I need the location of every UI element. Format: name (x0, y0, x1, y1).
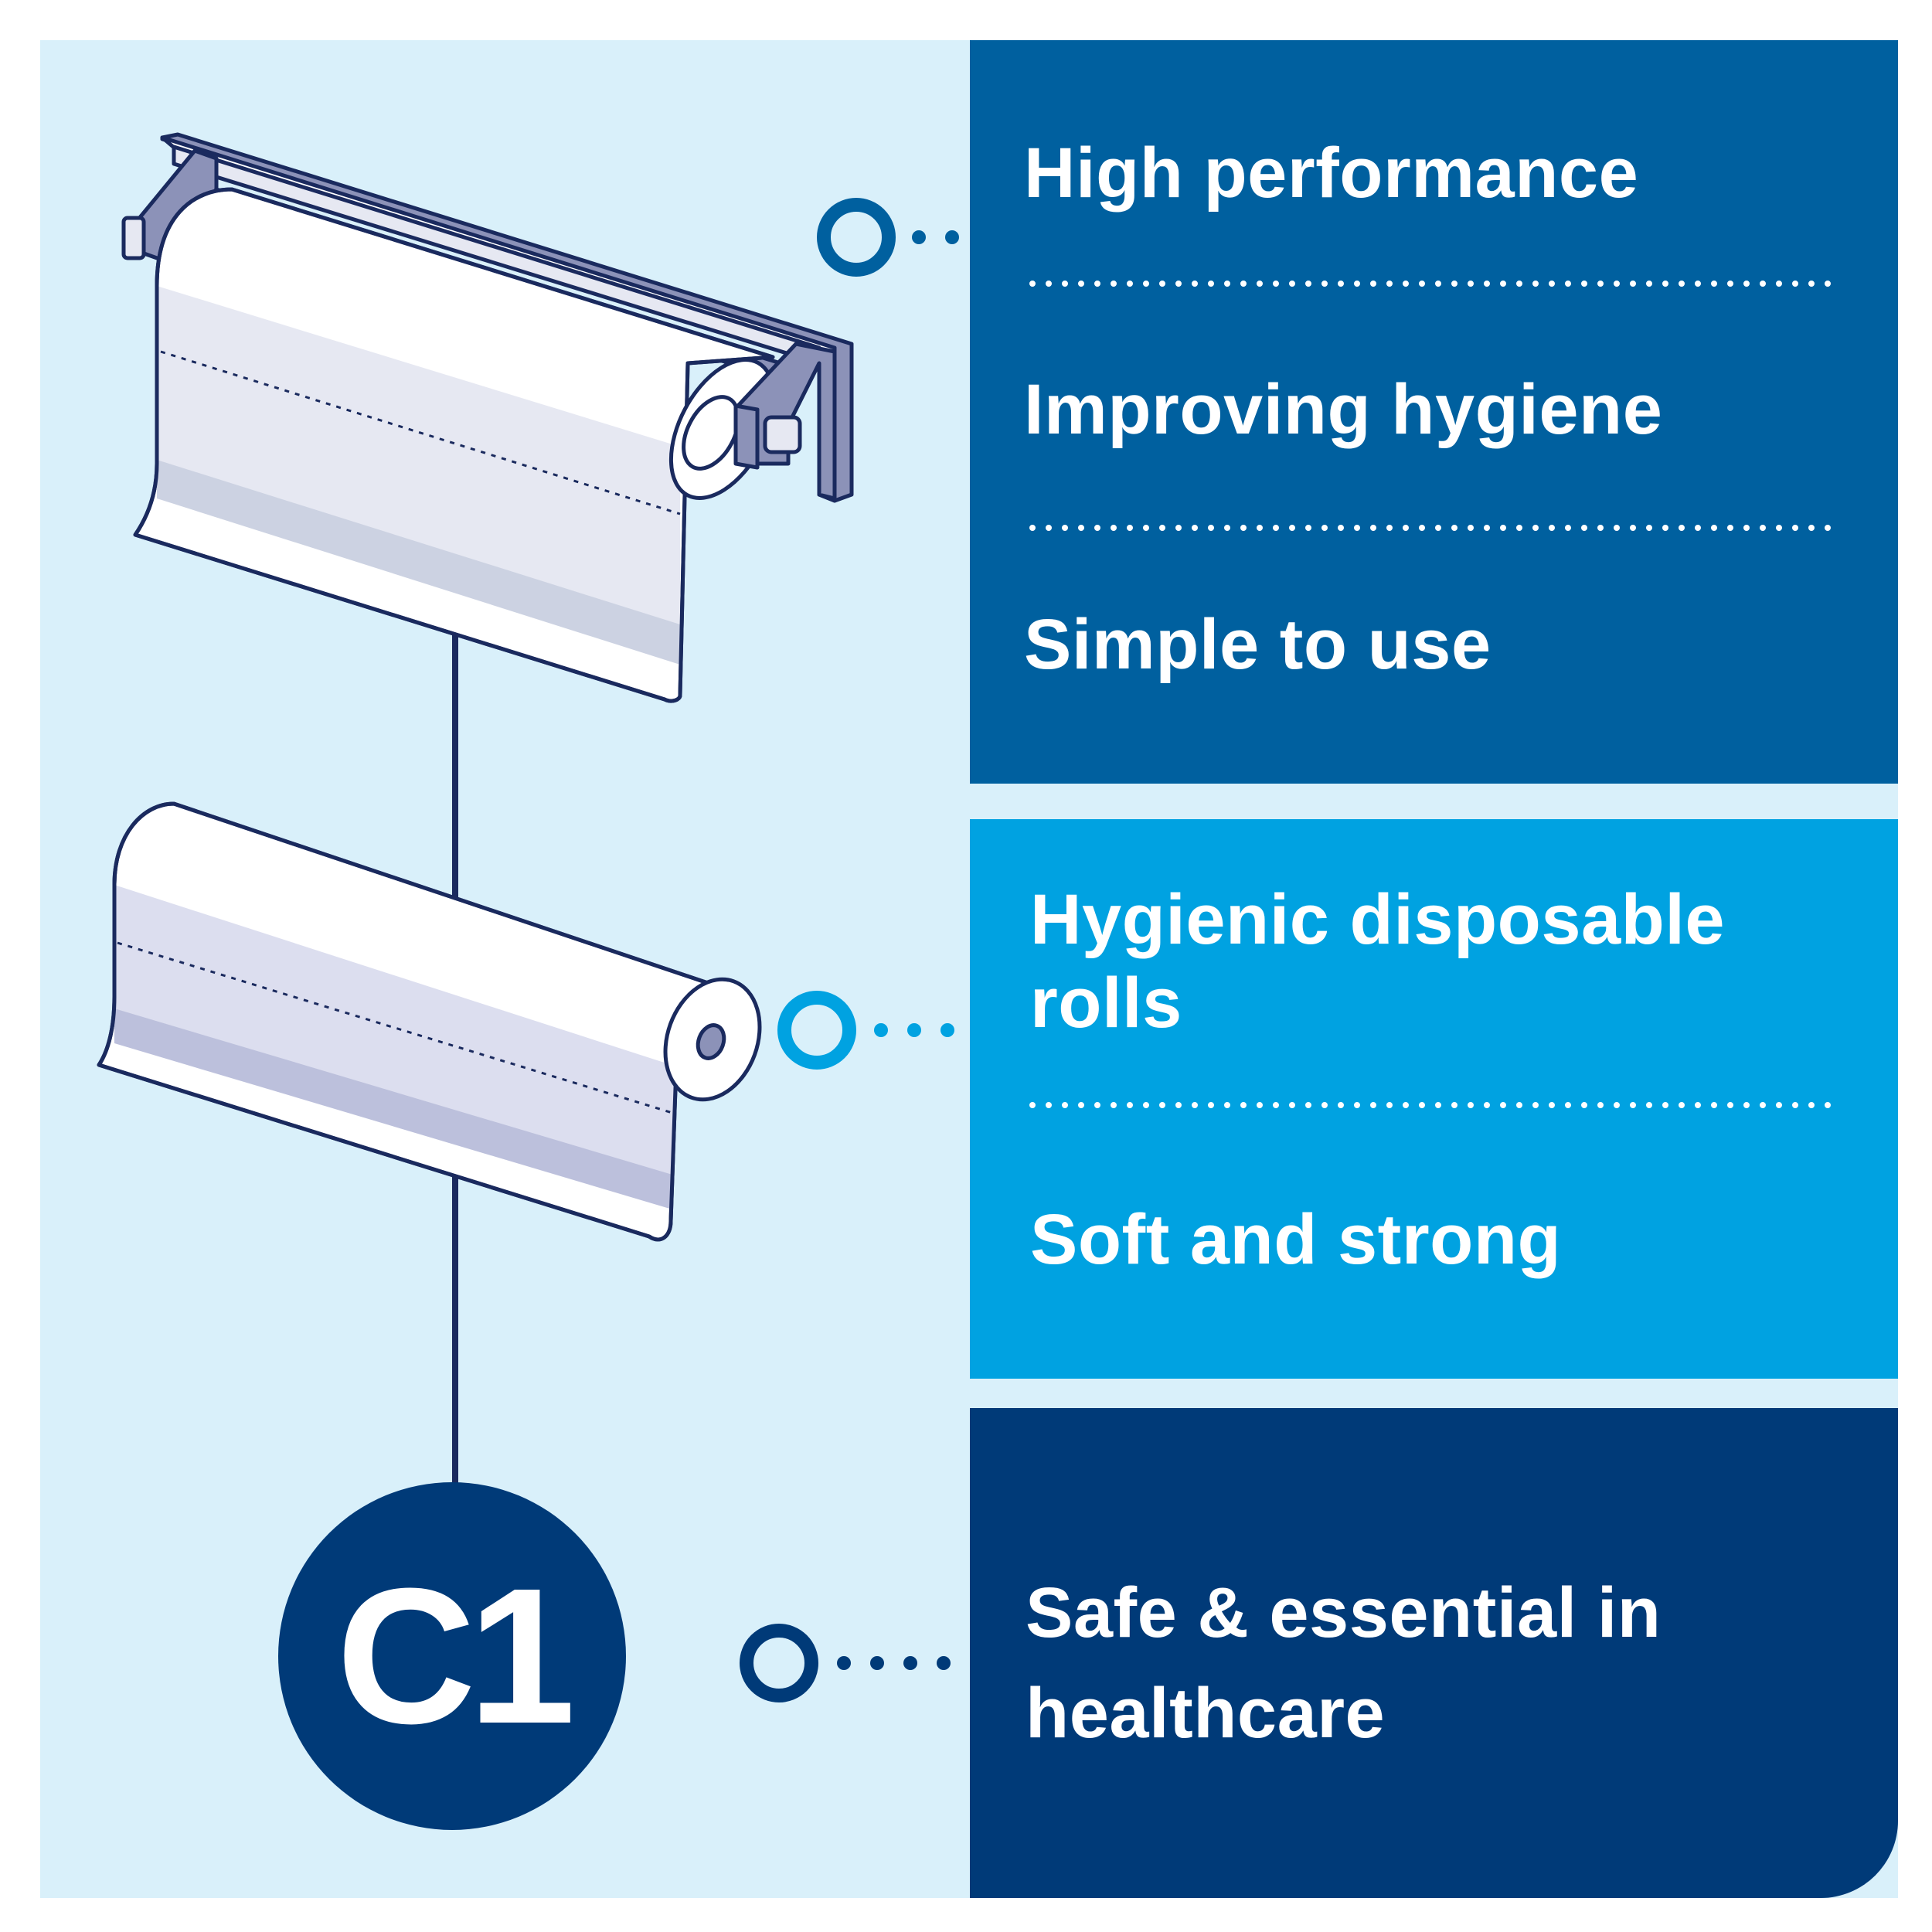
middle-panel (970, 819, 1898, 1379)
connector-ring-top (817, 198, 959, 277)
dispenser-illustration (121, 132, 854, 703)
connector-ring-middle (777, 991, 954, 1070)
feature-simple-to-use: Simple to use (1024, 605, 1492, 684)
c1-badge-label: C1 (336, 1548, 576, 1764)
top-panel (970, 40, 1898, 784)
feature-high-performance: High performance (1024, 134, 1639, 213)
feature-hygienic-disposable-rolls: Hygienic disposable rolls (1030, 880, 1726, 1043)
roll-illustration (97, 801, 762, 1242)
bottom-panel (970, 1408, 1898, 1898)
connector-ring-bottom (740, 1624, 951, 1702)
feature-safe-essential-healthcare: Safe & essential in healthcare (1026, 1573, 1662, 1753)
feature-improving-hygiene: Improving hygiene (1024, 370, 1663, 449)
c1-badge (278, 1482, 626, 1830)
feature-soft-and-strong: Soft and strong (1030, 1200, 1562, 1279)
